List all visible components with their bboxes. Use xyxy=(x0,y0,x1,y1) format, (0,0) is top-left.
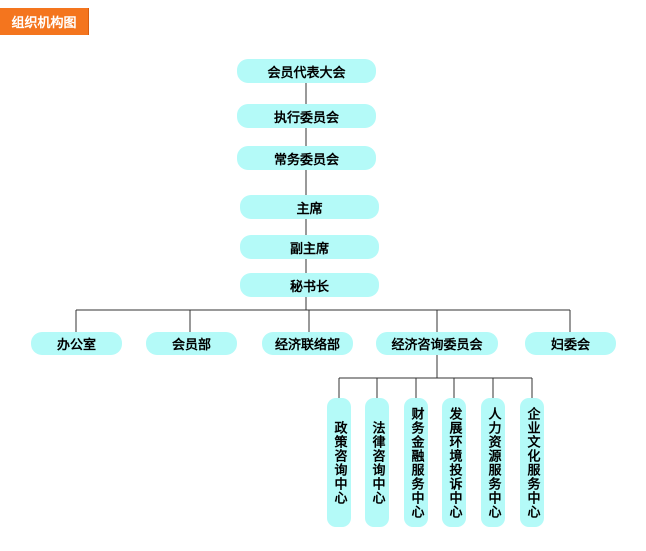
node-development-complaint-center: 发展环境投诉中心 xyxy=(442,398,466,527)
chart-title: 组织机构图 xyxy=(11,16,77,31)
node-economic-consulting-committee: 经济咨询委员会 xyxy=(376,332,498,355)
node-vice-chairman: 副主席 xyxy=(240,235,379,259)
node-secretary-general: 秘书长 xyxy=(240,273,379,297)
node-policy-center: 政策咨询中心 xyxy=(327,398,351,527)
node-chairman: 主席 xyxy=(240,195,379,219)
node-culture-center: 企业文化服务中心 xyxy=(520,398,544,527)
node-legal-center: 法律咨询中心 xyxy=(365,398,389,527)
node-standing-committee: 常务委员会 xyxy=(237,146,376,170)
node-office: 办公室 xyxy=(31,332,122,355)
node-finance-center: 财务金融服务中心 xyxy=(404,398,428,527)
node-hr-center: 人力资源服务中心 xyxy=(481,398,505,527)
node-executive-committee: 执行委员会 xyxy=(237,104,376,128)
node-membership-dept: 会员部 xyxy=(146,332,237,355)
chart-title-tab: 组织机构图 xyxy=(0,8,89,35)
node-congress: 会员代表大会 xyxy=(237,59,376,83)
node-women-committee: 妇委会 xyxy=(525,332,616,355)
node-economic-liaison-dept: 经济联络部 xyxy=(262,332,353,355)
